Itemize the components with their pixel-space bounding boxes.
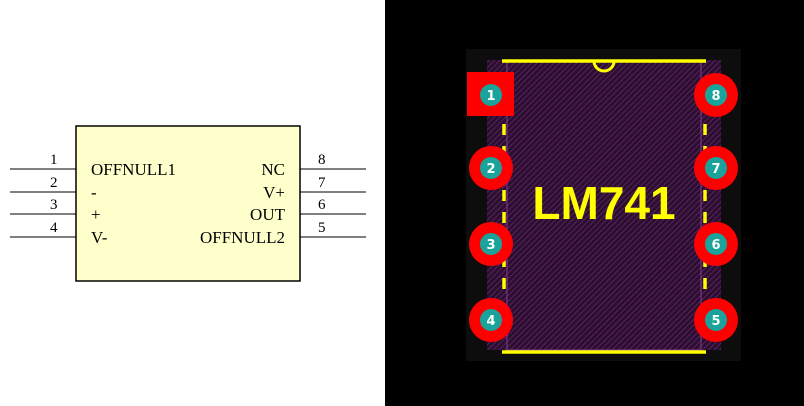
pad-drill: [705, 233, 727, 255]
pin-number: 4: [50, 220, 58, 236]
left-pads: 1 2 3 4: [467, 72, 514, 342]
pad-drill: [705, 157, 727, 179]
pin-number: 1: [50, 152, 58, 168]
pin-number: 6: [318, 197, 326, 213]
pin-name: V-: [91, 228, 108, 247]
pin-name: OFFNULL1: [91, 160, 176, 179]
pad-6: 6: [694, 222, 738, 266]
pad-number: 5: [711, 314, 720, 329]
pad-number: 8: [711, 89, 720, 104]
pad-drill: [480, 233, 502, 255]
pin-name: -: [91, 183, 97, 202]
schematic-body: [75, 125, 301, 282]
pad-drill: [705, 309, 727, 331]
pad-7: 7: [694, 146, 738, 190]
pin-number: 3: [50, 197, 58, 213]
pad-8: 8: [694, 73, 738, 117]
pin-name: V+: [263, 183, 285, 202]
pad-5: 5: [694, 298, 738, 342]
pad-1: 1: [467, 72, 514, 116]
pin-number: 2: [50, 175, 58, 191]
pad-drill: [480, 157, 502, 179]
pin-number: 8: [318, 152, 326, 168]
pad-4: 4: [469, 298, 513, 342]
pad-drill: [705, 84, 727, 106]
pcb-footprint: 1 2 3 4 8: [385, 0, 804, 406]
pad-number: 3: [486, 238, 495, 253]
pad-number: 2: [486, 162, 495, 177]
pin1-notch: [592, 60, 616, 73]
schematic-pin-2: 2 -: [10, 175, 97, 202]
pin-name: OFFNULL2: [200, 228, 285, 247]
pad-2: 2: [469, 146, 513, 190]
pcb-body-outline: [487, 60, 721, 350]
pad-number: 7: [711, 162, 720, 177]
right-pads: 8 7 6 5: [694, 73, 738, 342]
left-pins: 1 OFFNULL1 2 - 3 + 4 V-: [10, 152, 176, 247]
pin-number: 5: [318, 220, 326, 236]
pin-name: OUT: [250, 205, 286, 224]
schematic-pin-5: 5 OFFNULL2: [200, 220, 366, 247]
right-pins: 8 NC 7 V+ 6 OUT 5 OFFNULL2: [200, 152, 366, 247]
pad-drill: [480, 84, 502, 106]
component-label: LM741: [532, 177, 675, 229]
pad-3: 3: [469, 222, 513, 266]
schematic-pin-7: 7 V+: [263, 175, 366, 202]
pad-number: 1: [486, 89, 495, 104]
schematic-pin-4: 4 V-: [10, 220, 108, 247]
pad-number: 6: [711, 238, 720, 253]
schematic-pin-8: 8 NC: [261, 152, 366, 179]
pad-drill: [480, 309, 502, 331]
pin-name: +: [91, 205, 101, 224]
pin-name: NC: [261, 160, 285, 179]
pin-number: 7: [318, 175, 326, 191]
schematic-pin-3: 3 +: [10, 197, 101, 224]
schematic-symbol: 1 OFFNULL1 2 - 3 + 4 V-: [10, 125, 366, 282]
schematic-pin-6: 6 OUT: [250, 197, 366, 224]
schematic-pin-1: 1 OFFNULL1: [10, 152, 176, 179]
pad-number: 4: [486, 314, 495, 329]
